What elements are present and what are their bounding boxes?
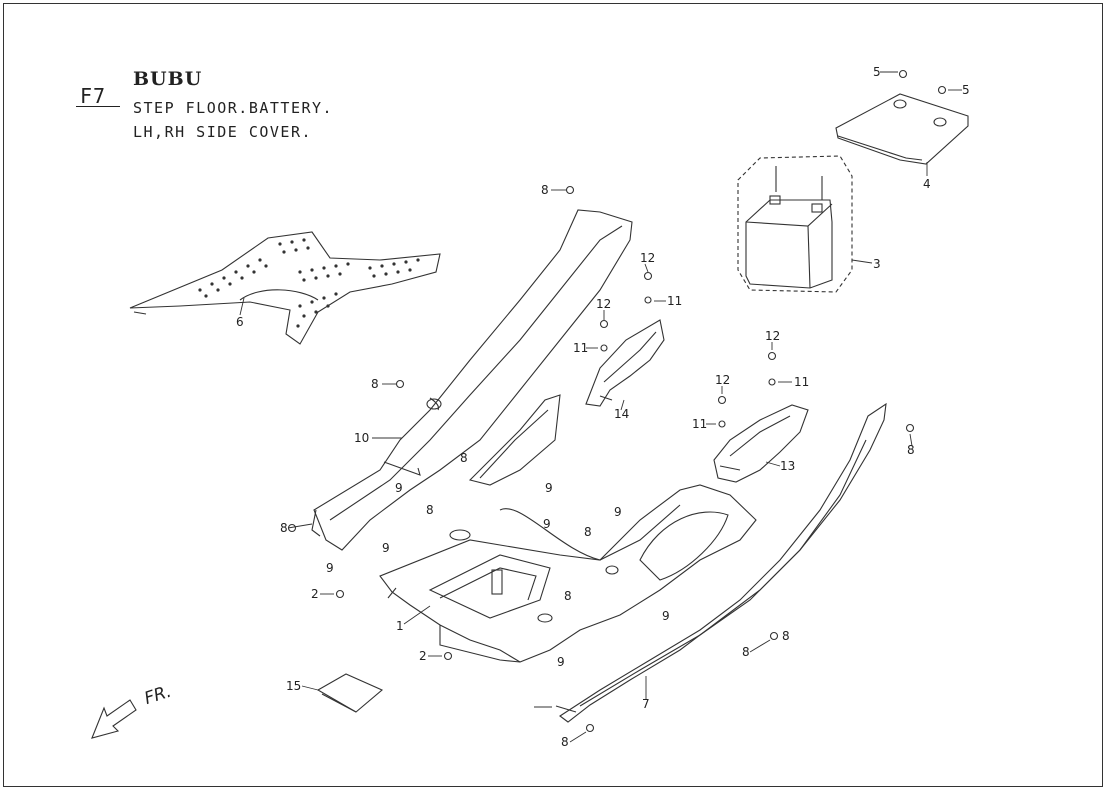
callout-9: 9 — [557, 655, 565, 669]
callout-1: 1 — [396, 619, 404, 633]
callout-12: 12 — [596, 297, 611, 311]
part-4-battery-cover — [835, 93, 969, 165]
callout-12: 12 — [765, 329, 780, 343]
diagram-title-line-1: STEP FLOOR.BATTERY. — [133, 99, 334, 117]
callout-15: 15 — [286, 679, 301, 693]
callout-8: 8 — [460, 451, 468, 465]
callout-4: 4 — [923, 177, 931, 191]
callout-labels: 1 2 2 3 4 5 5 6 7 8 8 8 8 8 8 8 8 8 8 8 … — [236, 65, 970, 749]
callout-5: 5 — [962, 83, 970, 97]
diagram-title-line-2: LH,RH SIDE COVER. — [133, 123, 313, 141]
callout-9: 9 — [326, 561, 334, 575]
leader-lines — [239, 71, 962, 743]
callout-12: 12 — [640, 251, 655, 265]
model-name: BUBU — [133, 68, 203, 90]
callout-11: 11 — [573, 341, 588, 355]
callout-7: 7 — [642, 697, 650, 711]
callout-11: 11 — [667, 294, 682, 308]
callout-2: 2 — [311, 587, 319, 601]
callout-8: 8 — [742, 645, 750, 659]
callout-11: 11 — [692, 417, 707, 431]
callout-5: 5 — [873, 65, 881, 79]
callout-9: 9 — [545, 481, 553, 495]
figure-code: F7 — [80, 84, 107, 108]
callout-8: 8 — [371, 377, 379, 391]
figure-code-underline — [76, 106, 120, 107]
callout-8: 8 — [782, 629, 790, 643]
fastener-symbols — [287, 69, 947, 733]
callout-8: 8 — [541, 183, 549, 197]
part-15-cover-plate — [316, 673, 384, 713]
part-13-bracket — [713, 404, 809, 483]
callout-9: 9 — [543, 517, 551, 531]
callout-13: 13 — [780, 459, 795, 473]
part-10-inner-side-cover — [311, 209, 633, 551]
part-1-step-floor — [379, 394, 757, 663]
callout-9: 9 — [395, 481, 403, 495]
callout-9: 9 — [382, 541, 390, 555]
part-14-bracket — [585, 319, 665, 407]
callout-8: 8 — [280, 521, 288, 535]
callout-10: 10 — [354, 431, 369, 445]
callout-8: 8 — [907, 443, 915, 457]
callout-8: 8 — [426, 503, 434, 517]
callout-14: 14 — [614, 407, 629, 421]
callout-9: 9 — [614, 505, 622, 519]
callout-8: 8 — [564, 589, 572, 603]
callout-3: 3 — [873, 257, 881, 271]
callout-6: 6 — [236, 315, 244, 329]
part-7-side-cover — [555, 402, 887, 723]
callout-8: 8 — [584, 525, 592, 539]
part-6-floor-mat — [129, 231, 441, 345]
callout-9: 9 — [662, 609, 670, 623]
callout-12: 12 — [715, 373, 730, 387]
part-3-battery — [737, 155, 853, 293]
callout-11: 11 — [794, 375, 809, 389]
front-direction-arrow — [91, 699, 137, 739]
callout-8: 8 — [561, 735, 569, 749]
callout-2: 2 — [419, 649, 427, 663]
drawing-border — [3, 3, 1103, 787]
